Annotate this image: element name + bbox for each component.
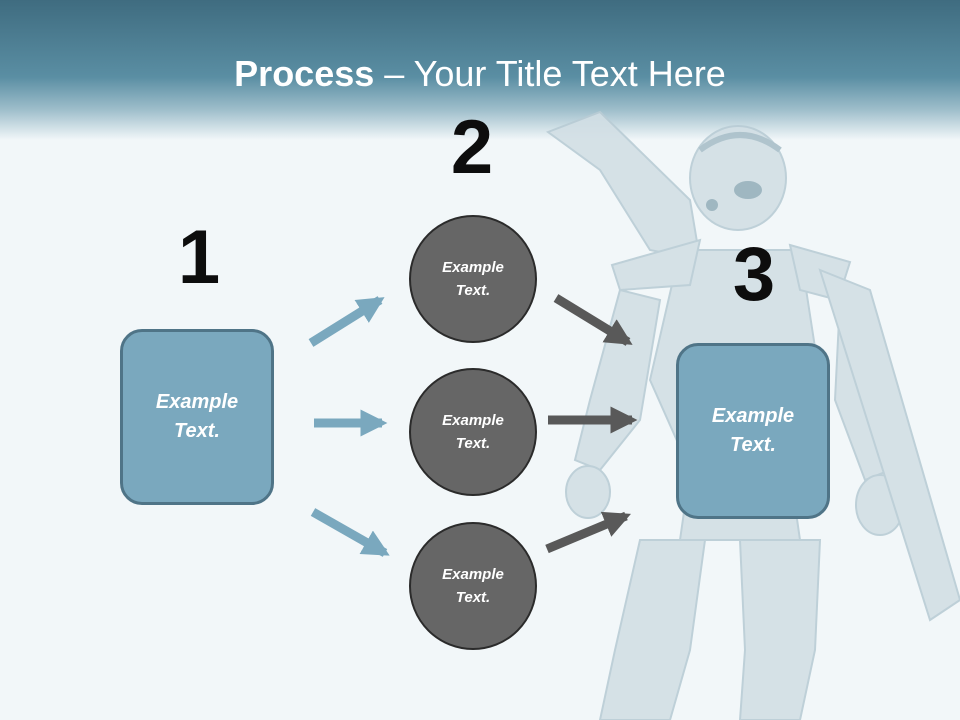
circle-2-line-1: Example <box>442 412 504 429</box>
right-box-line-2: Text. <box>730 434 776 456</box>
step-number-2: 2 <box>450 105 494 190</box>
title-banner <box>0 0 960 140</box>
right-box-line-1: Example <box>711 405 795 427</box>
step-number-3: 3 <box>732 232 776 317</box>
circle-2-line-2: Text. <box>455 435 491 452</box>
circle-1-line-1: Example <box>442 259 504 276</box>
step-number-1: 1 <box>177 215 221 300</box>
left-box-line-2: Text. <box>174 420 220 442</box>
circle-3-line-2: Text. <box>455 589 491 606</box>
arrow-circle-1-to-right <box>553 294 633 346</box>
arrow-left-to-circle-3 <box>310 508 390 557</box>
title-rest: – Your Title Text Here <box>374 53 726 94</box>
circle-step-3: Example Text. <box>409 522 537 650</box>
circle-1-line-2: Text. <box>455 282 491 299</box>
slide-title: Process – Your Title Text Here <box>0 52 960 96</box>
circle-step-2: Example Text. <box>409 368 537 496</box>
title-bold: Process <box>234 53 375 94</box>
left-box-line-1: Example <box>155 391 239 413</box>
circle-step-1: Example Text. <box>409 215 537 343</box>
arrow-left-to-circle-1 <box>308 296 385 347</box>
right-process-box: Example Text. <box>676 343 830 519</box>
circle-3-line-1: Example <box>442 566 504 583</box>
left-process-box: Example Text. <box>120 329 274 505</box>
arrow-circle-3-to-right <box>545 511 631 554</box>
